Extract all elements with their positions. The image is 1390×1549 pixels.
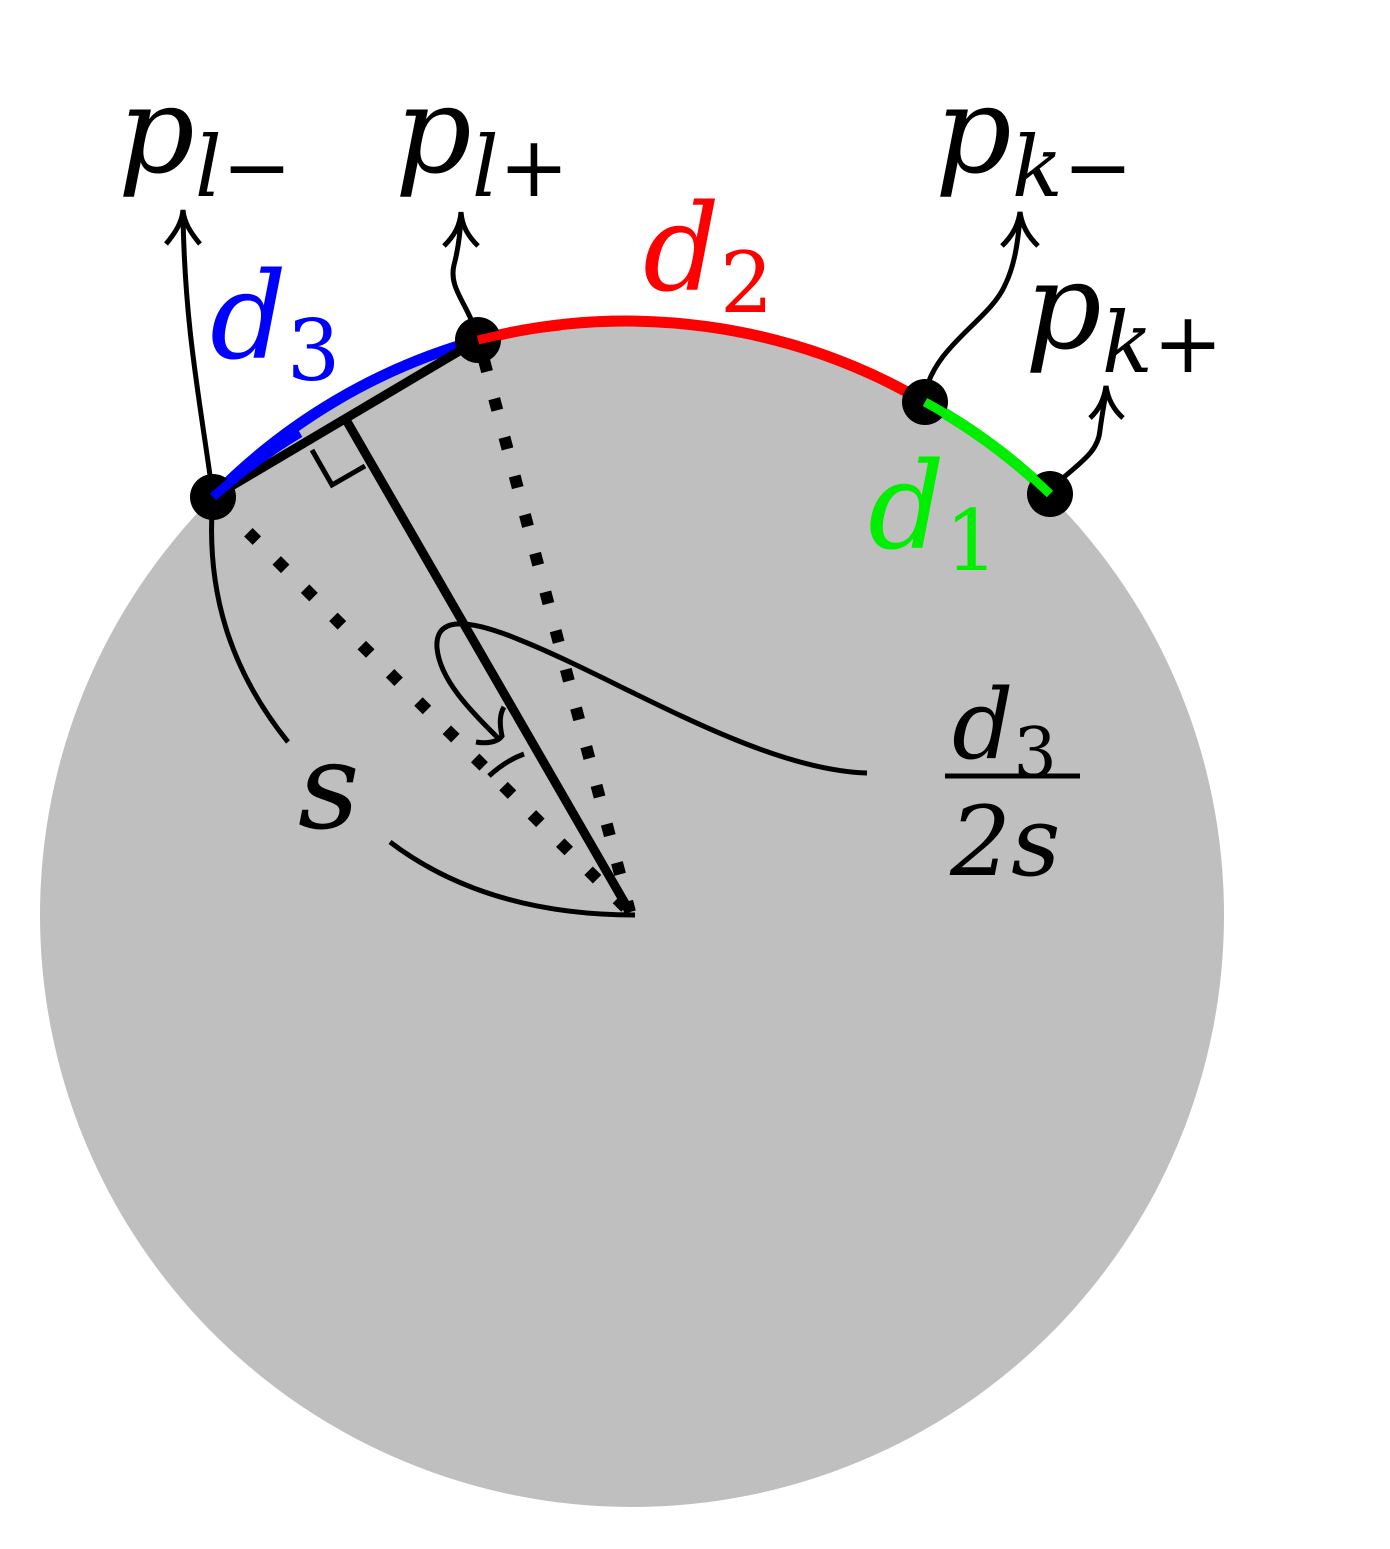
leader-p-k-minus xyxy=(922,217,1023,395)
label-d3: d3 xyxy=(210,248,340,400)
label-d2: d2 xyxy=(643,180,773,332)
arrowhead-p-k-minus xyxy=(1000,211,1040,248)
label-p-l-plus: pl+ xyxy=(395,62,569,216)
angle-pointer-curve xyxy=(434,621,868,776)
label-fraction-denominator: 2s xyxy=(949,786,1060,898)
label-d1: d1 xyxy=(868,438,998,590)
arrowhead-p-l-minus xyxy=(164,209,202,246)
radius-dotted-left xyxy=(215,499,635,917)
s-bracket-upper xyxy=(209,496,290,744)
radius-dotted-right xyxy=(478,358,636,914)
label-p-k-minus: pk− xyxy=(935,62,1133,216)
arc-d2-cap xyxy=(476,321,561,345)
leader-p-k-plus xyxy=(1048,391,1109,492)
arc-d1-cap xyxy=(922,398,1054,498)
label-p-k-plus: pk+ xyxy=(1025,238,1223,392)
arrowhead-p-k-plus xyxy=(1088,385,1125,420)
label-fraction-numerator: d3 xyxy=(952,669,1057,793)
right-angle-marker xyxy=(309,448,367,489)
leader-p-l-plus xyxy=(450,217,481,341)
s-bracket-lower xyxy=(388,840,636,918)
arrowhead-p-l-plus xyxy=(442,211,480,248)
perpendicular-bisector xyxy=(341,415,634,915)
angle-arc xyxy=(487,751,525,778)
label-p-l-minus: pl− xyxy=(118,62,292,216)
arc-d3-cap xyxy=(210,429,303,501)
angle-pointer-arrowhead xyxy=(475,705,507,746)
leader-p-l-minus xyxy=(180,215,216,498)
label-s: s xyxy=(298,718,360,857)
